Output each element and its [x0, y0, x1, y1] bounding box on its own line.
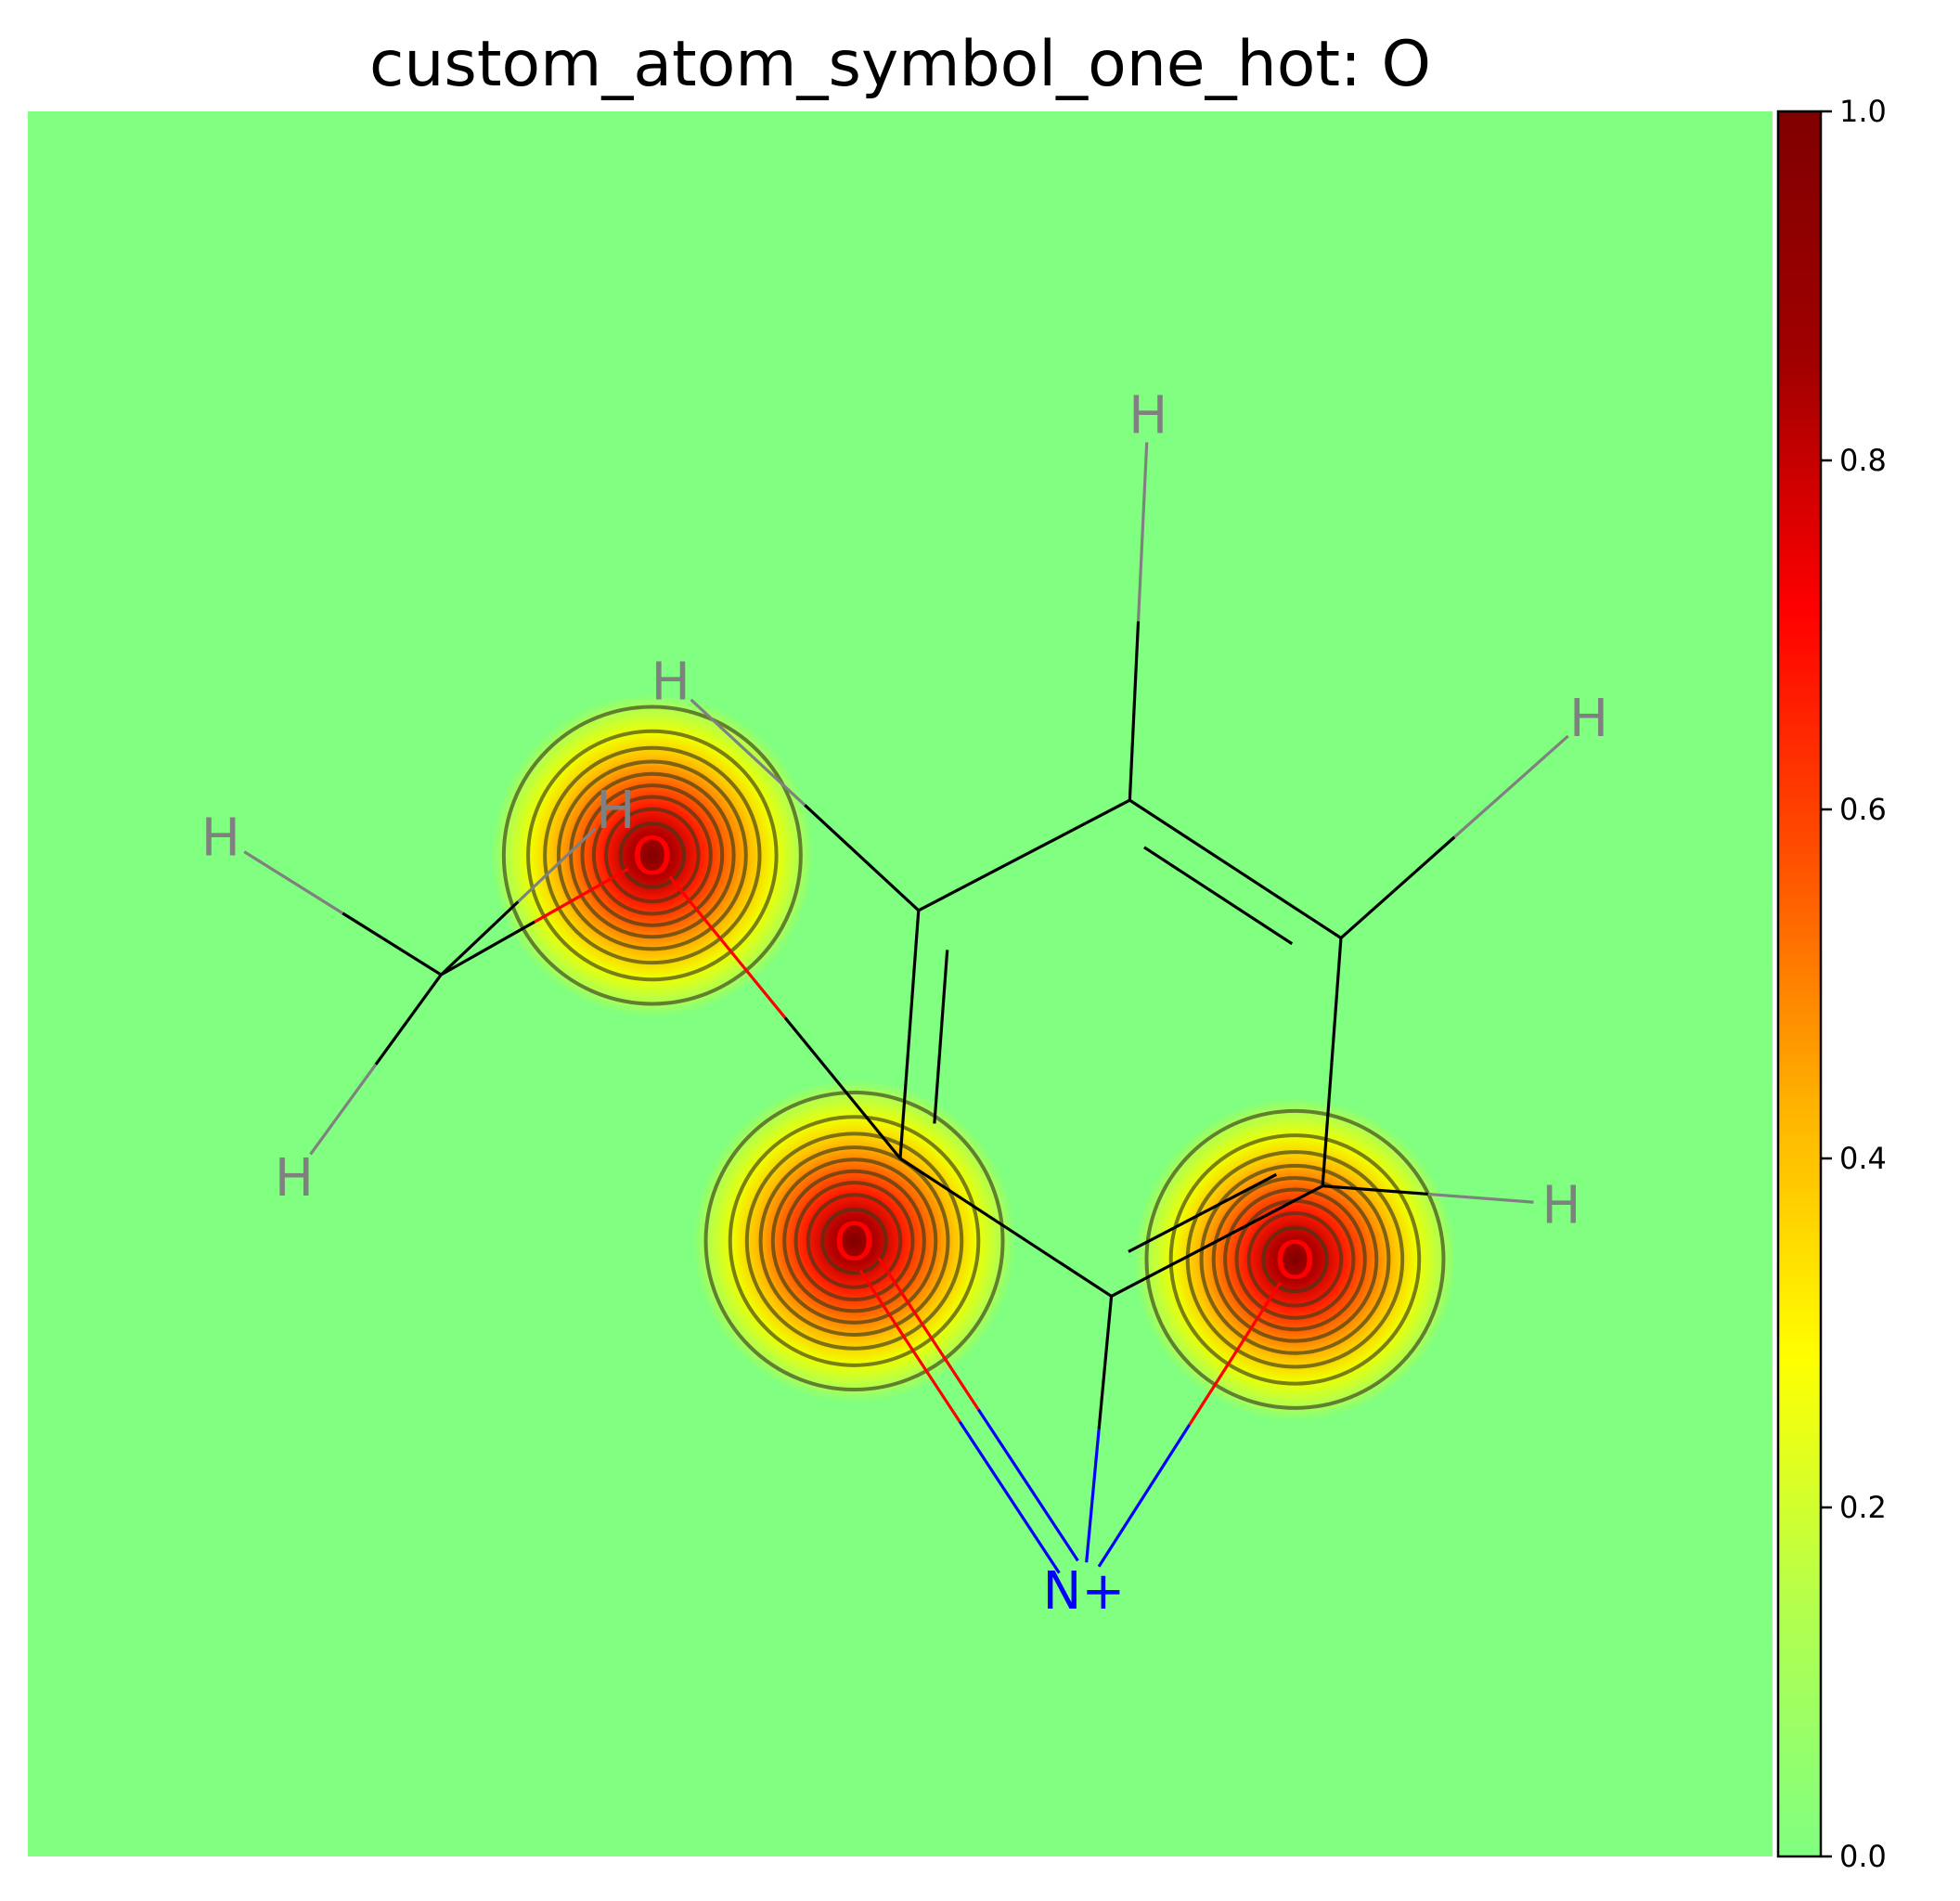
bond-line	[690, 698, 806, 807]
atom-label-h: H	[275, 1148, 314, 1209]
colorbar-tick-label: 0.6	[1839, 792, 1887, 827]
contour-ring	[1144, 1108, 1446, 1410]
bond-line	[668, 875, 787, 1019]
bond-line	[534, 867, 629, 924]
bond-line	[908, 910, 921, 1035]
atom-label-h: H	[651, 652, 690, 712]
bond-line	[1453, 734, 1569, 838]
contour-ring	[728, 1115, 981, 1367]
bond-line	[783, 1016, 902, 1160]
contour-ring	[580, 783, 725, 927]
contour-ring	[770, 1157, 938, 1325]
heat-peak	[692, 1080, 1016, 1403]
contour-ring	[820, 1207, 888, 1275]
bond-line	[243, 850, 344, 915]
atom-label-o: O	[632, 826, 673, 886]
bond-line-inner	[933, 950, 949, 1124]
peaks-layer	[490, 693, 1457, 1421]
bond-line	[342, 912, 443, 976]
bond-line	[804, 804, 920, 912]
bond-line	[1339, 835, 1456, 939]
bond-line	[309, 1063, 378, 1156]
contour-ring	[1223, 1187, 1367, 1332]
bond-line	[976, 1408, 1079, 1562]
contour-ring	[1168, 1133, 1422, 1386]
atom-label-h: H	[1128, 386, 1167, 446]
bond-line	[517, 827, 597, 903]
heatmap-background	[28, 111, 1773, 1856]
contour-ring	[604, 807, 701, 904]
bond-line	[1136, 442, 1149, 622]
bond-line	[1023, 798, 1131, 857]
bond-line	[1234, 867, 1342, 939]
contour-ring	[1185, 1150, 1405, 1369]
bond-line	[1427, 1192, 1534, 1204]
contour-ring	[782, 1169, 926, 1313]
bond-line	[440, 900, 520, 976]
bond-line	[918, 854, 1025, 912]
bond-line	[898, 1034, 911, 1159]
chart-title: custom_atom_symbol_one_hot: O	[369, 28, 1431, 101]
contour-ring	[793, 1181, 915, 1302]
bond-line	[958, 1420, 1061, 1574]
bond-line	[1004, 1225, 1113, 1298]
bond-line	[1128, 798, 1237, 871]
bonds-layer	[243, 442, 1569, 1574]
bond-line	[1321, 1061, 1334, 1186]
contour-ring	[556, 759, 748, 951]
atom-label-h: H	[596, 781, 635, 841]
bond-line	[1097, 1424, 1192, 1568]
atom-label-o: O	[1274, 1231, 1315, 1291]
contour-ring	[703, 1091, 1005, 1392]
bond-line-inner	[1128, 1172, 1278, 1253]
contour-ring	[618, 821, 687, 889]
heat-peak	[490, 693, 814, 1017]
atom-label-h: H	[1569, 689, 1608, 749]
atom-label-o: O	[833, 1212, 874, 1273]
contour-ring	[758, 1145, 950, 1337]
contour-ring	[744, 1132, 964, 1351]
bond-line	[440, 920, 535, 976]
atom-label-nplus: N+	[1042, 1561, 1125, 1622]
colorbar-gradient	[1776, 110, 1823, 1858]
bond-line	[1110, 1239, 1219, 1298]
bond-line	[899, 1157, 1007, 1229]
bond-line-inner	[1143, 846, 1294, 946]
colorbar-tick-label: 0.4	[1839, 1141, 1887, 1176]
bond-line	[1097, 1296, 1114, 1429]
contour-ring	[806, 1193, 903, 1289]
colorbar-tick-label: 0.0	[1839, 1839, 1887, 1874]
bond-line	[1085, 1429, 1101, 1563]
bond-line	[1330, 938, 1343, 1063]
atom-label-h: H	[201, 808, 240, 869]
heat-peak	[1133, 1097, 1457, 1421]
contour-ring	[526, 729, 779, 982]
bond-line	[1128, 621, 1141, 801]
contour-ring	[501, 705, 803, 1006]
contour-ring	[1211, 1176, 1379, 1343]
contour-ring	[1246, 1211, 1344, 1308]
colorbar-tick-label: 0.8	[1839, 443, 1887, 478]
contour-ring	[569, 771, 736, 939]
bond-line	[858, 1269, 961, 1423]
colorbar-tick-label: 0.2	[1839, 1490, 1887, 1525]
atom-label-h: H	[1541, 1175, 1580, 1235]
contour-ring	[591, 795, 713, 916]
contour-ring	[1199, 1163, 1391, 1355]
bond-line	[877, 1257, 980, 1411]
bond-line	[1322, 1184, 1428, 1196]
contour-ring	[1261, 1225, 1329, 1294]
colorbar-tick-label: 1.0	[1839, 94, 1887, 129]
contour-ring	[543, 745, 762, 965]
bond-line	[1188, 1282, 1282, 1426]
bond-line	[374, 974, 443, 1066]
bond-line	[1216, 1184, 1323, 1243]
colorbar-ticks: 0.0 0.2 0.4 0.6 0.8 1.0	[1821, 94, 1887, 1874]
colorbar: 0.0 0.2 0.4 0.6 0.8 1.0	[1776, 94, 1887, 1874]
